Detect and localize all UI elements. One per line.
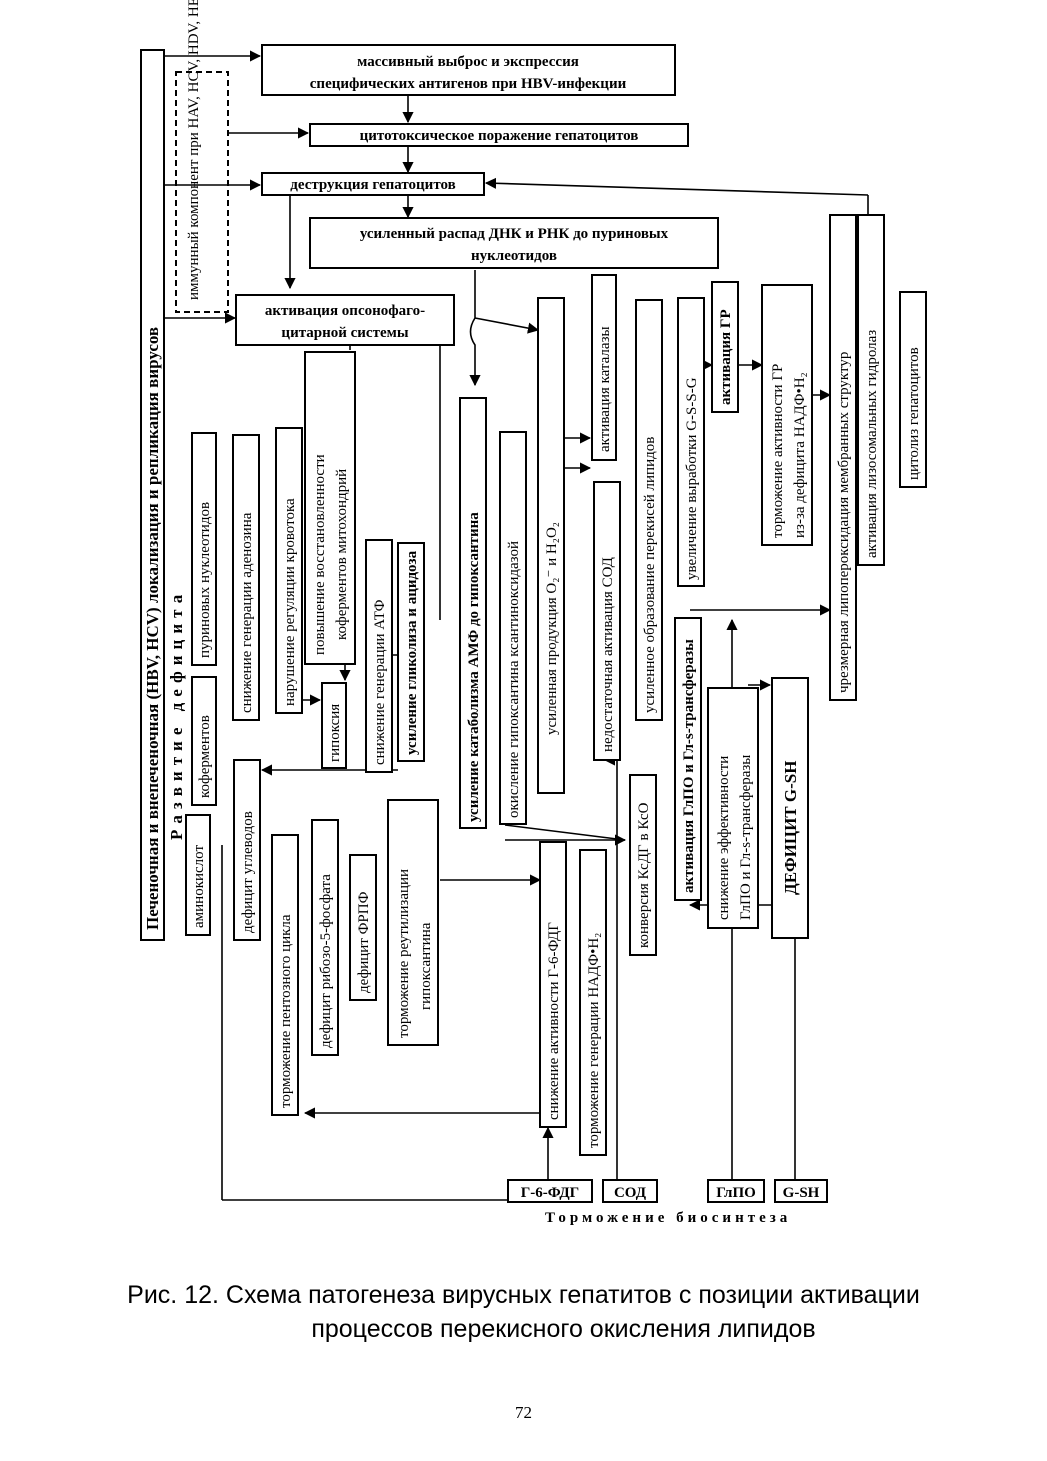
svg-text:усиление гликолиза и ацидоза: усиление гликолиза и ацидоза (404, 550, 420, 755)
svg-text:цитарной системы: цитарной системы (281, 325, 408, 341)
node-sod-act: недостаточная активация СОД (593, 481, 621, 761)
node-purin: пуриновых нуклеотидов (191, 432, 217, 666)
svg-text:торможение пентозного цикла: торможение пентозного цикла (278, 914, 294, 1108)
svg-text:СОД: СОД (614, 1185, 647, 1201)
node-amino: аминокислот (185, 814, 211, 936)
svg-text:ГлПО и Гл-s-трансферазы: ГлПО и Гл-s-трансферазы (738, 755, 754, 920)
razvitie-label: Развитие дефицита (167, 589, 186, 840)
node-glpo-act: активация ГлПО и Гл-s-трансферазы (674, 617, 702, 901)
node-g6fdg: снижение активности Г-6-ФДГ (539, 841, 567, 1128)
svg-text:торможение реутилизации: торможение реутилизации (396, 869, 412, 1038)
svg-text:ГлПО: ГлПО (716, 1185, 756, 1201)
svg-text:окисление гипоксантина ксантин: окисление гипоксантина ксантиноксидазой (506, 541, 522, 818)
svg-text:гипоксантина: гипоксантина (418, 922, 434, 1010)
svg-text:торможение генерации НАДФ•H₂: торможение генерации НАДФ•H₂ (586, 933, 602, 1148)
node-lizos: активация лизосомальных гидролаз (857, 214, 885, 566)
node-reutil: торможение реутилизации гипоксантина (387, 799, 439, 1046)
node-immune: иммунный компонент при HAV, HCV, HDV, HE… (175, 0, 229, 313)
node-vosst: повышение восстановленности коферментов … (304, 351, 356, 665)
node-perek: усиленное образование перекисей липидов (635, 299, 663, 721)
svg-text:цитотоксическое поражение гепа: цитотоксическое поражение гепатоцитов (360, 128, 639, 144)
node-krovo: нарушение регуляции кровотока (275, 427, 303, 714)
footer-sod: СОД (602, 1179, 658, 1203)
node-okisl: окисление гипоксантина ксантиноксидазой (499, 431, 527, 825)
node-gr-tor: торможение активности ГР из-за дефицита … (761, 284, 813, 546)
node-ribozo: дефицит рибозо-5-фосфата (311, 819, 339, 1056)
svg-text:Печеночная и внепеченочная (HB: Печеночная и внепеченочная (HBV, HCV) ло… (143, 327, 162, 930)
svg-text:нуклеотидов: нуклеотидов (471, 248, 557, 264)
svg-text:дефицит рибозо-5-фосфата: дефицит рибозо-5-фосфата (318, 874, 334, 1048)
node-uglev: дефицит углеводов (233, 759, 261, 941)
node-adenoz: снижение генерации аденозина (232, 434, 260, 721)
node-amf: усиление катаболизма АМФ до гипоксантина (459, 397, 487, 829)
svg-text:снижение генерации аденозина: снижение генерации аденозина (239, 512, 255, 713)
caption-line-2: процессов перекисного окисления липидов (311, 1315, 816, 1343)
footer-glpo: ГлПО (707, 1179, 765, 1203)
svg-text:усиленное образование перекисе: усиленное образование перекисей липидов (642, 437, 658, 713)
node-citoliz: цитолиз гепатоцитов (899, 291, 927, 488)
svg-text:активация лизосомальных гидрол: активация лизосомальных гидролаз (864, 330, 880, 558)
svg-text:усиленный распад ДНК и РНК до: усиленный распад ДНК и РНК до пуриновых (360, 226, 669, 242)
svg-text:конверсия КсДГ в КсО: конверсия КсДГ в КсО (636, 802, 652, 948)
svg-text:G-SH: G-SH (783, 1185, 820, 1201)
svg-text:усиление катаболизма АМФ до ги: усиление катаболизма АМФ до гипоксантина (466, 512, 482, 822)
svg-text:массивный выброс и экспрессия: массивный выброс и экспрессия (357, 54, 579, 70)
svg-text:снижение эффективности: снижение эффективности (716, 756, 732, 920)
footer-gsh: G-SH (774, 1179, 828, 1203)
svg-text:нарушение регуляции кровотока: нарушение регуляции кровотока (282, 498, 298, 706)
svg-text:коферментов митохондрий: коферментов митохондрий (334, 469, 350, 640)
svg-text:аминокислот: аминокислот (191, 845, 207, 928)
node-gsh-def: ДЕФИЦИТ G-SH (771, 677, 809, 939)
page-number: 72 (515, 1403, 532, 1422)
svg-text:пуриновых нуклеотидов: пуриновых нуклеотидов (197, 502, 213, 658)
svg-text:увеличение выработки G-S-S-G: увеличение выработки G-S-S-G (684, 377, 700, 580)
svg-text:недостаточная активация СОД: недостаточная активация СОД (600, 557, 616, 752)
svg-text:ДЕФИЦИТ G-SH: ДЕФИЦИТ G-SH (781, 761, 800, 895)
svg-text:снижение активности Г-6-ФДГ: снижение активности Г-6-ФДГ (546, 922, 562, 1120)
node-nadf: торможение генерации НАДФ•H₂ (579, 849, 607, 1156)
node-opson: активация опсонофаго- цитарной системы (235, 294, 455, 346)
svg-text:усиленная продукция O₂⁻ и H₂O₂: усиленная продукция O₂⁻ и H₂O₂ (544, 522, 560, 735)
node-destruction: деструкция гепатоцитов (261, 172, 485, 196)
node-antigen: массивный выброс и экспрессия специфичес… (261, 44, 676, 96)
node-dnk: усиленный распад ДНК и РНК до пуриновых … (309, 217, 719, 269)
svg-text:специфических антигенов при HB: специфических антигенов при HBV-инфекции (310, 76, 627, 92)
svg-text:деструкция гепатоцитов: деструкция гепатоцитов (290, 177, 455, 193)
node-glpo-eff: снижение эффективности ГлПО и Гл-s-транс… (707, 687, 759, 929)
node-cytotox: цитотоксическое поражение гепатоцитов (309, 123, 689, 147)
svg-text:цитолиз гепатоцитов: цитолиз гепатоцитов (906, 347, 922, 480)
node-pentoz: торможение пентозного цикла (271, 834, 299, 1116)
svg-text:коферментов: коферментов (197, 715, 213, 798)
caption-line-1: Рис. 12. Схема патогенеза вирусных гепат… (127, 1281, 920, 1309)
node-atf: снижение генерации АТФ (365, 539, 393, 773)
svg-text:Г-6-ФДГ: Г-6-ФДГ (521, 1185, 579, 1201)
svg-text:иммунный компонент при HAV, HC: иммунный компонент при HAV, HCV, HDV, HE… (186, 0, 202, 300)
svg-text:гипоксия: гипоксия (327, 704, 343, 762)
node-glikol: усиление гликолиза и ацидоза (397, 542, 425, 762)
node-o2: усиленная продукция O₂⁻ и H₂O₂ (537, 297, 565, 794)
node-kofer: коферментов (191, 676, 217, 806)
svg-text:торможение активности ГР: торможение активности ГР (770, 364, 786, 538)
node-gr: активация ГР (711, 281, 739, 413)
svg-text:из-за дефицита НАДФ•H₂: из-за дефицита НАДФ•H₂ (792, 372, 808, 538)
svg-text:снижение генерации АТФ: снижение генерации АТФ (372, 599, 388, 765)
node-virus: Печеночная и внепеченочная (HBV, HCV) ло… (140, 49, 165, 941)
node-ksdg: конверсия КсДГ в КсО (629, 774, 657, 956)
svg-text:активация ГлПО и Гл-s-трансфер: активация ГлПО и Гл-s-трансферазы (681, 639, 697, 893)
svg-text:повышение восстановленности: повышение восстановленности (312, 454, 328, 655)
svg-text:дефицит ФРПФ: дефицит ФРПФ (356, 891, 372, 993)
svg-text:активация ГР: активация ГР (718, 309, 734, 405)
node-frpf: дефицит ФРПФ (349, 854, 377, 1001)
footer-label: Торможение биосинтеза (545, 1210, 792, 1226)
node-gssg: увеличение выработки G-S-S-G (677, 297, 705, 587)
svg-text:дефицит углеводов: дефицит углеводов (240, 811, 256, 933)
svg-text:активация каталазы: активация каталазы (597, 326, 613, 452)
node-katal: активация каталазы (591, 274, 617, 461)
node-gipoks: гипоксия (321, 682, 347, 769)
svg-text:чрезмерная липопероксидация ме: чрезмерная липопероксидация мембранных с… (836, 352, 852, 693)
node-lipoper: чрезмерная липопероксидация мембранных с… (829, 214, 857, 701)
footer-g6fdg: Г-6-ФДГ (507, 1179, 593, 1203)
svg-text:активация опсонофаго-: активация опсонофаго- (265, 303, 425, 319)
